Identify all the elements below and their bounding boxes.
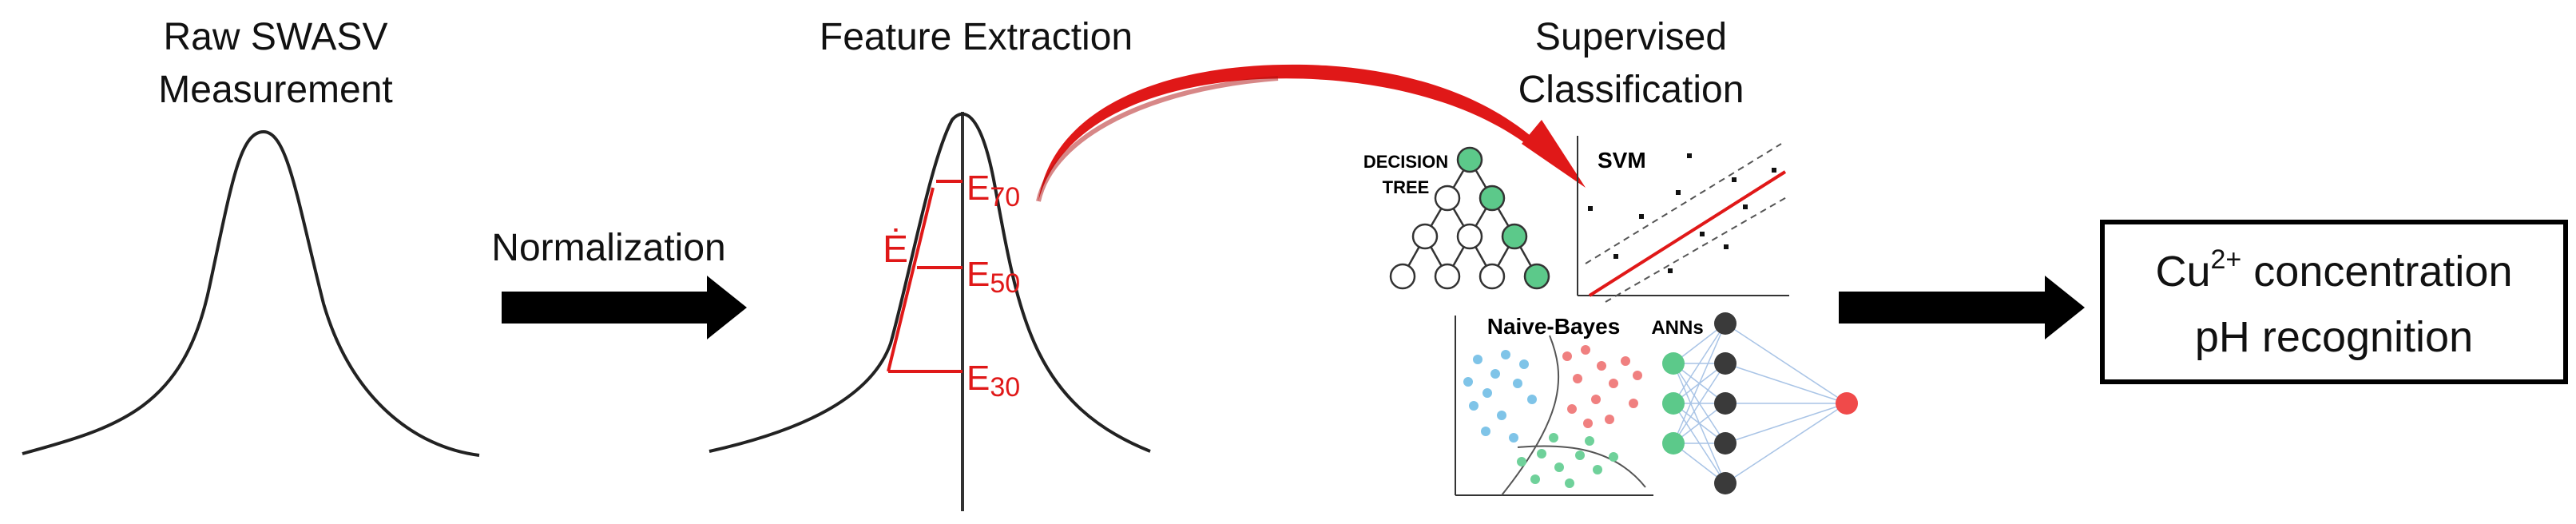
- feature-e70-label: E70: [966, 169, 1020, 212]
- feature-slope-line: [887, 187, 935, 372]
- classification-title-line2: Classification: [1518, 69, 1744, 111]
- naive-bayes-blue-cluster: [1463, 350, 1537, 443]
- anns-edges: [1673, 323, 1848, 484]
- feature-e50-sub: 50: [990, 268, 1020, 299]
- naive-bayes-green-cluster: [1517, 433, 1618, 488]
- feature-stage: Feature Extraction Ė E70 E50 E30: [708, 16, 1151, 511]
- svm-label: SVM: [1598, 148, 1646, 173]
- raw-stage: Raw SWASV Measurement: [22, 16, 480, 457]
- output-concentration: concentration: [2241, 248, 2512, 296]
- feature-e70-base: E: [966, 169, 990, 208]
- anns-panel: ANNs: [1651, 312, 1858, 494]
- feature-title: Feature Extraction: [820, 16, 1133, 58]
- output-cu: Cu: [2155, 248, 2210, 296]
- decision-tree-label-line1: DECISION: [1363, 152, 1448, 172]
- output-arrow: [1839, 276, 2085, 339]
- anns-nodes: [1662, 312, 1858, 494]
- feature-peak-curve: [708, 112, 1151, 453]
- feature-e30-sub: 30: [990, 372, 1020, 403]
- raw-peak-curve: [22, 129, 480, 457]
- output-box: Cu2+ concentration pH recognition: [2100, 220, 2568, 384]
- curved-transition-arrow: [1036, 64, 1586, 202]
- feature-e70-sub: 70: [990, 182, 1020, 212]
- normalization-label: Normalization: [491, 227, 725, 269]
- curved-arrow-shadow: [1036, 76, 1279, 202]
- classification-title-line1: Supervised: [1535, 16, 1727, 58]
- raw-title-line2: Measurement: [158, 69, 392, 111]
- raw-title-line1: Raw SWASV: [164, 16, 388, 58]
- feature-e30-base: E: [966, 359, 990, 398]
- output-line1: Cu2+ concentration: [2155, 244, 2512, 296]
- feature-e50-base: E: [966, 255, 990, 294]
- feature-e-dot-label: Ė: [883, 228, 908, 271]
- feature-e30-label: E30: [966, 359, 1020, 403]
- svm-panel: SVM: [1577, 136, 1790, 303]
- naive-bayes-label: Naive-Bayes: [1487, 314, 1621, 339]
- naive-bayes-panel: Naive-Bayes: [1455, 314, 1653, 496]
- svm-points: [1588, 153, 1776, 273]
- decision-tree-nodes: [1389, 146, 1550, 290]
- curved-arrow-head: [1522, 120, 1586, 188]
- curved-arrow-body: [1038, 64, 1550, 201]
- feature-e50-label: E50: [966, 255, 1020, 299]
- decision-tree-label-line2: TREE: [1383, 177, 1430, 197]
- normalization-step: Normalization: [491, 227, 747, 339]
- naive-bayes-red-cluster: [1562, 345, 1642, 428]
- anns-label: ANNs: [1651, 317, 1703, 339]
- output-cu-superscript: 2+: [2211, 244, 2242, 275]
- output-line2: pH recognition: [2195, 313, 2473, 361]
- classification-stage: Supervised Classification DECISION TREE: [1363, 16, 1858, 496]
- decision-tree-panel: DECISION TREE: [1363, 146, 1550, 290]
- normalization-arrow: [502, 276, 747, 339]
